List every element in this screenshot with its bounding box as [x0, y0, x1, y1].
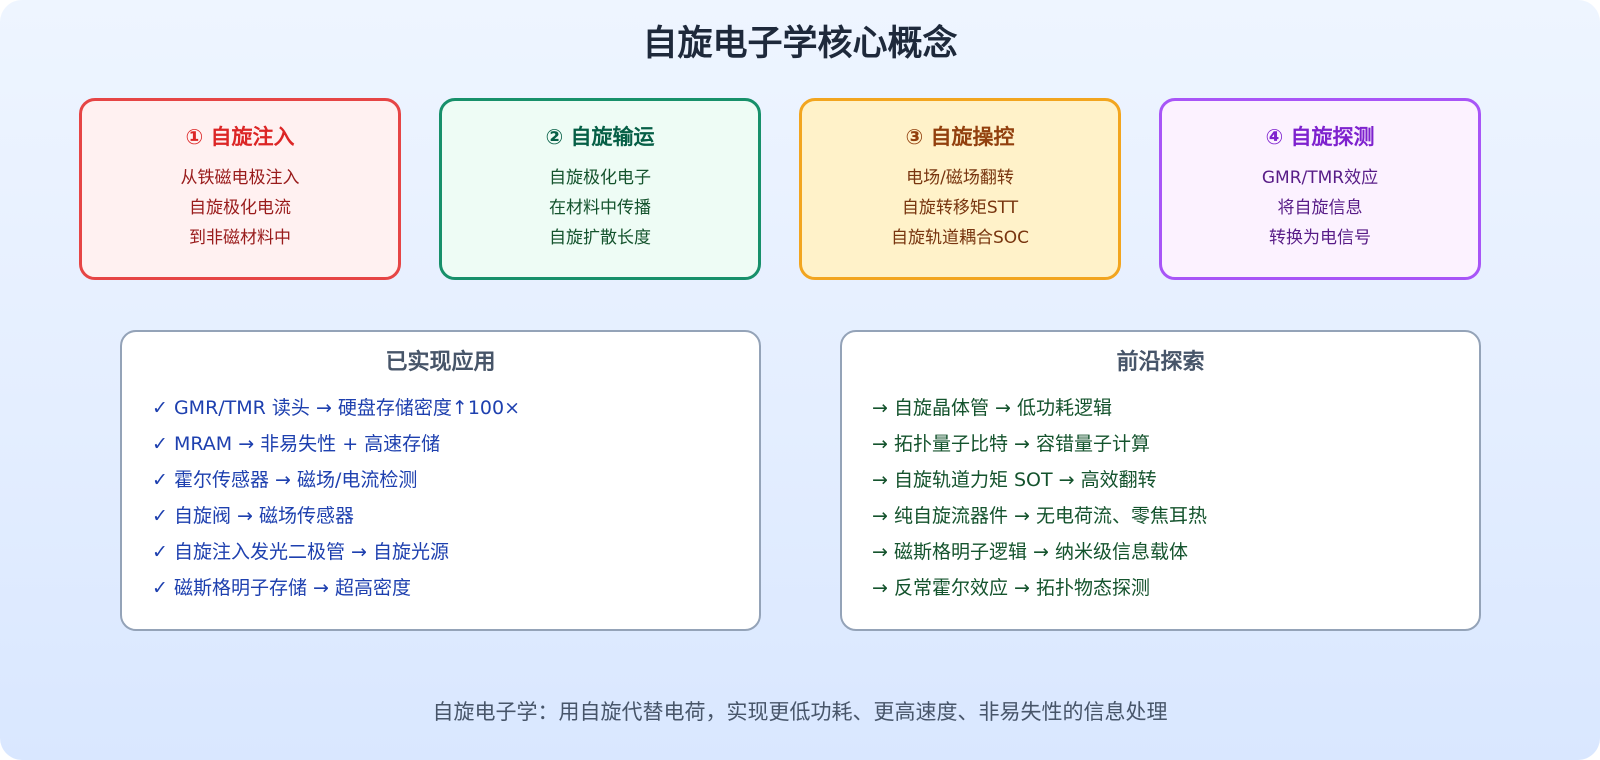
card-title: ① 自旋注入 — [185, 125, 295, 149]
card-spin-transport: ② 自旋输运 自旋极化电子 在材料中传播 自旋扩散长度 — [439, 98, 761, 280]
card-line: 转换为电信号 — [1269, 228, 1371, 248]
frontier-panel: 前沿探索 → 自旋晶体管 → 低功耗逻辑 → 拓扑量子比特 → 容错量子计算 →… — [840, 330, 1481, 631]
footer-summary: 自旋电子学：用自旋代替电荷，实现更低功耗、更高速度、非易失性的信息处理 — [432, 700, 1168, 724]
card-line: GMR/TMR效应 — [1261, 168, 1379, 188]
applications-title: 已实现应用 — [385, 350, 496, 375]
card-line: 将自旋信息 — [1277, 198, 1363, 218]
list-item: → 自旋轨道力矩 SOT → 高效翻转 — [872, 469, 1157, 491]
list-item: → 拓扑量子比特 → 容错量子计算 — [872, 433, 1150, 455]
card-spin-injection: ① 自旋注入 从铁磁电极注入 自旋极化电流 到非磁材料中 — [79, 98, 401, 280]
list-item: ✓ MRAM → 非易失性 + 高速存储 — [152, 433, 441, 455]
frontier-title: 前沿探索 — [1116, 350, 1205, 375]
list-item: ✓ 霍尔传感器 → 磁场/电流检测 — [152, 469, 418, 491]
list-item: → 纯自旋流器件 → 无电荷流、零焦耳热 — [872, 505, 1207, 527]
card-line: 自旋扩散长度 — [549, 228, 651, 248]
frontier-list: → 自旋晶体管 → 低功耗逻辑 → 拓扑量子比特 → 容错量子计算 → 自旋轨道… — [842, 390, 1479, 606]
list-item: ✓ 磁斯格明子存储 → 超高密度 — [152, 577, 411, 599]
list-item: ✓ GMR/TMR 读头 → 硬盘存储密度↑100× — [152, 397, 521, 419]
card-title: ② 自旋输运 — [545, 125, 655, 149]
list-item: ✓ 自旋阀 → 磁场传感器 — [152, 505, 354, 527]
card-line: 自旋极化电流 — [189, 198, 291, 218]
card-line: 到非磁材料中 — [189, 228, 291, 248]
card-spin-detection: ④ 自旋探测 GMR/TMR效应 将自旋信息 转换为电信号 — [1159, 98, 1481, 280]
card-line: 在材料中传播 — [549, 198, 651, 218]
applications-panel: 已实现应用 ✓ GMR/TMR 读头 → 硬盘存储密度↑100× ✓ MRAM … — [120, 330, 761, 631]
list-item: → 反常霍尔效应 → 拓扑物态探测 — [872, 577, 1150, 599]
card-line: 自旋转移矩STT — [901, 198, 1019, 218]
diagram-title: 自旋电子学核心概念 — [642, 24, 958, 64]
card-title: ④ 自旋探测 — [1265, 125, 1375, 149]
card-title: ③ 自旋操控 — [905, 125, 1015, 149]
card-spin-manipulation: ③ 自旋操控 电场/磁场翻转 自旋转移矩STT 自旋轨道耦合SOC — [799, 98, 1121, 280]
list-item: → 自旋晶体管 → 低功耗逻辑 — [872, 397, 1112, 419]
applications-list: ✓ GMR/TMR 读头 → 硬盘存储密度↑100× ✓ MRAM → 非易失性… — [122, 390, 759, 606]
card-line: 自旋极化电子 — [549, 168, 651, 188]
card-line: 自旋轨道耦合SOC — [890, 228, 1030, 248]
card-line: 电场/磁场翻转 — [906, 168, 1014, 188]
list-item: → 磁斯格明子逻辑 → 纳米级信息载体 — [872, 541, 1188, 563]
list-item: ✓ 自旋注入发光二极管 → 自旋光源 — [152, 541, 449, 563]
card-line: 从铁磁电极注入 — [180, 168, 300, 188]
